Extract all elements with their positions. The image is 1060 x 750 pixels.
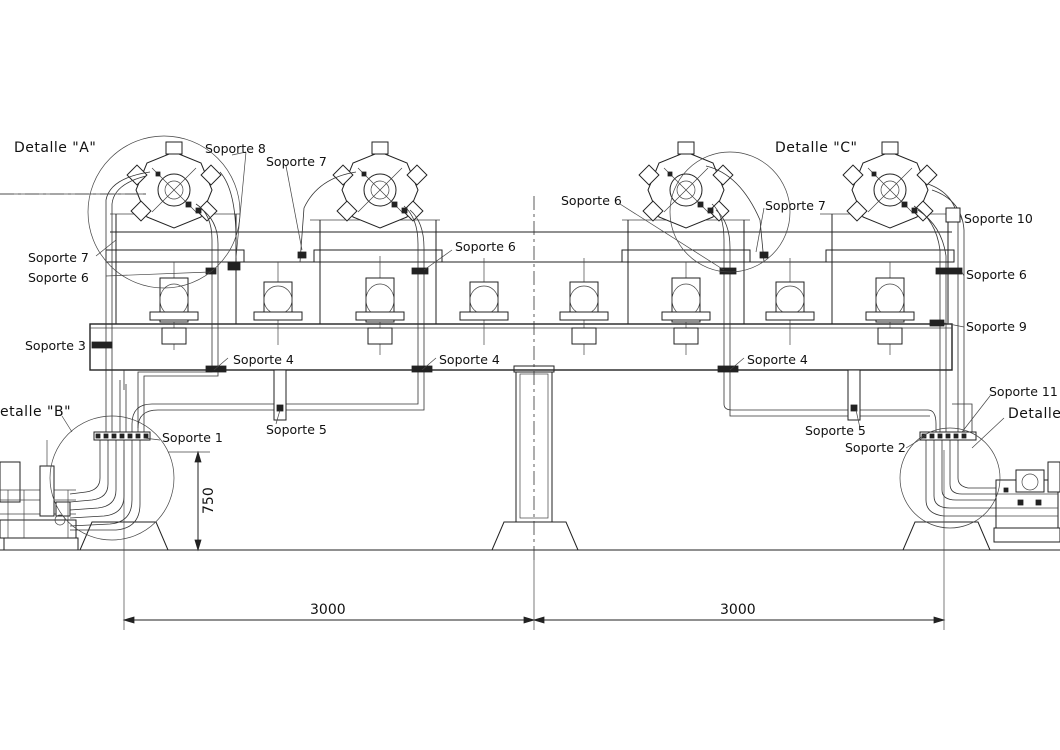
support-1-label: Soporte 1 [162,430,223,445]
foundation-bases [79,521,991,551]
motor-4 [842,141,938,229]
leader-lines [0,151,1005,449]
support-6-right-label: Soporte 6 [966,267,1027,282]
manifolds [93,431,977,441]
support-3-label: Soporte 3 [25,338,86,353]
support-6-mid-label: Soporte 6 [455,239,516,254]
hydraulic-motors [126,141,938,229]
support-7-cright-label: Soporte 7 [765,198,826,213]
support-4-mid-label: Soporte 4 [439,352,500,367]
support-2-label: Soporte 2 [845,440,906,455]
support-6-cright-label: Soporte 6 [561,193,622,208]
dimension-span-right: 3000 [720,602,756,618]
support-8-label: Soporte 8 [205,141,266,156]
detail-d-label: Detalle [1008,406,1060,422]
support-5-right-label: Soporte 5 [805,423,866,438]
dimension-height: 750 [201,487,217,514]
support-clamps [91,207,963,421]
support-10-label: Soporte 10 [964,211,1033,226]
support-6-left-label: Soporte 6 [28,270,89,285]
support-11-label: Soporte 11 [989,384,1058,399]
labels: Detalle "A" etalle "B" Detalle "C" Detal… [0,140,1060,618]
motor-3 [638,141,734,229]
dimension-span-left: 3000 [310,602,346,618]
support-7-left-label: Soporte 7 [28,250,89,265]
main-beam [89,323,953,371]
center-lines [0,193,535,560]
detail-a-label: Detalle "A" [14,140,96,156]
detail-b-label: etalle "B" [0,404,71,420]
unit-b [0,440,79,551]
unit-d [993,461,1060,543]
motor-2 [332,141,428,229]
motor-1 [126,141,222,229]
rollers [149,256,915,355]
detail-c-label: Detalle "C" [775,140,857,156]
support-4-left-label: Soporte 4 [233,352,294,367]
hydraulic-pipes [69,165,996,531]
support-9-label: Soporte 9 [966,319,1027,334]
support-7-top-label: Soporte 7 [266,154,327,169]
support-4-right-label: Soporte 4 [747,352,808,367]
dimensions [122,450,946,630]
support-5-left-label: Soporte 5 [266,422,327,437]
